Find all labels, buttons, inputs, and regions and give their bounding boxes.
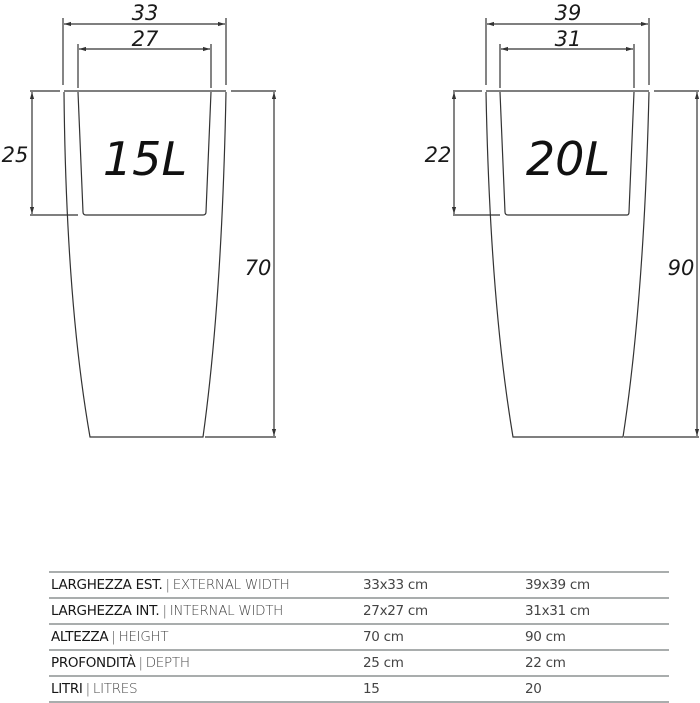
- label-english: HEIGHT: [118, 629, 169, 645]
- label-separator: |: [85, 681, 91, 697]
- planter-20l-drawing: [451, 18, 700, 438]
- external-width-dim-20l: 39: [555, 1, 582, 25]
- spec-value-15l: 70 cm: [363, 629, 404, 645]
- label-italian: ALTEZZA: [51, 629, 109, 645]
- specifications-table: LARGHEZZA EST.|EXTERNAL WIDTH 33x33 cm 3…: [49, 571, 669, 703]
- internal-width-dim-15l: 27: [132, 27, 159, 51]
- planter-15l-drawing: [29, 18, 277, 438]
- height-dim-15l: 70: [245, 256, 272, 280]
- internal-width-dim-20l: 31: [555, 27, 582, 51]
- spec-value-20l: 22 cm: [525, 655, 566, 671]
- spec-label: PROFONDITÀ|DEPTH: [49, 651, 363, 675]
- spec-value-15l: 33x33 cm: [363, 577, 428, 593]
- spec-value-20l: 20: [525, 681, 542, 697]
- spec-label: LARGHEZZA EST.|EXTERNAL WIDTH: [49, 573, 363, 597]
- height-dim-20l: 90: [668, 256, 695, 280]
- spec-row-internal-width: LARGHEZZA INT.|INTERNAL WIDTH 27x27 cm 3…: [49, 597, 669, 623]
- label-separator: |: [138, 655, 143, 671]
- spec-value-20l: 39x39 cm: [525, 577, 590, 593]
- label-english: LITRES: [92, 681, 138, 697]
- spec-row-external-width: LARGHEZZA EST.|EXTERNAL WIDTH 33x33 cm 3…: [49, 571, 669, 597]
- spec-row-depth: PROFONDITÀ|DEPTH 25 cm 22 cm: [49, 649, 669, 675]
- spec-value-20l: 31x31 cm: [525, 603, 590, 619]
- depth-dim-20l: 22: [425, 143, 452, 167]
- label-italian: PROFONDITÀ: [51, 655, 136, 671]
- spec-label: ALTEZZA|HEIGHT: [49, 625, 363, 649]
- spec-value-15l: 15: [363, 681, 380, 697]
- spec-label: LARGHEZZA INT.|INTERNAL WIDTH: [49, 599, 363, 623]
- label-separator: |: [111, 629, 116, 645]
- capacity-label-15l: 15L: [103, 132, 187, 186]
- capacity-label-20l: 20L: [526, 132, 610, 186]
- label-english: INTERNAL WIDTH: [169, 603, 284, 619]
- planter-technical-drawings: 33 27 25 70 15L 39 31 22 90 20L: [2, 1, 700, 438]
- label-italian: LARGHEZZA INT.: [51, 603, 160, 619]
- label-separator: |: [162, 603, 167, 619]
- label-italian: LARGHEZZA EST.: [51, 577, 163, 593]
- depth-dim-15l: 25: [2, 143, 29, 167]
- label-italian: LITRI: [51, 681, 83, 697]
- spec-row-height: ALTEZZA|HEIGHT 70 cm 90 cm: [49, 623, 669, 649]
- spec-value-15l: 25 cm: [363, 655, 404, 671]
- external-width-dim-15l: 33: [132, 1, 159, 25]
- spec-value-15l: 27x27 cm: [363, 603, 428, 619]
- label-separator: |: [165, 577, 170, 593]
- label-english: DEPTH: [145, 655, 190, 671]
- spec-value-20l: 90 cm: [525, 629, 566, 645]
- label-english: EXTERNAL WIDTH: [172, 577, 290, 593]
- spec-label: LITRI|LITRES: [49, 677, 363, 701]
